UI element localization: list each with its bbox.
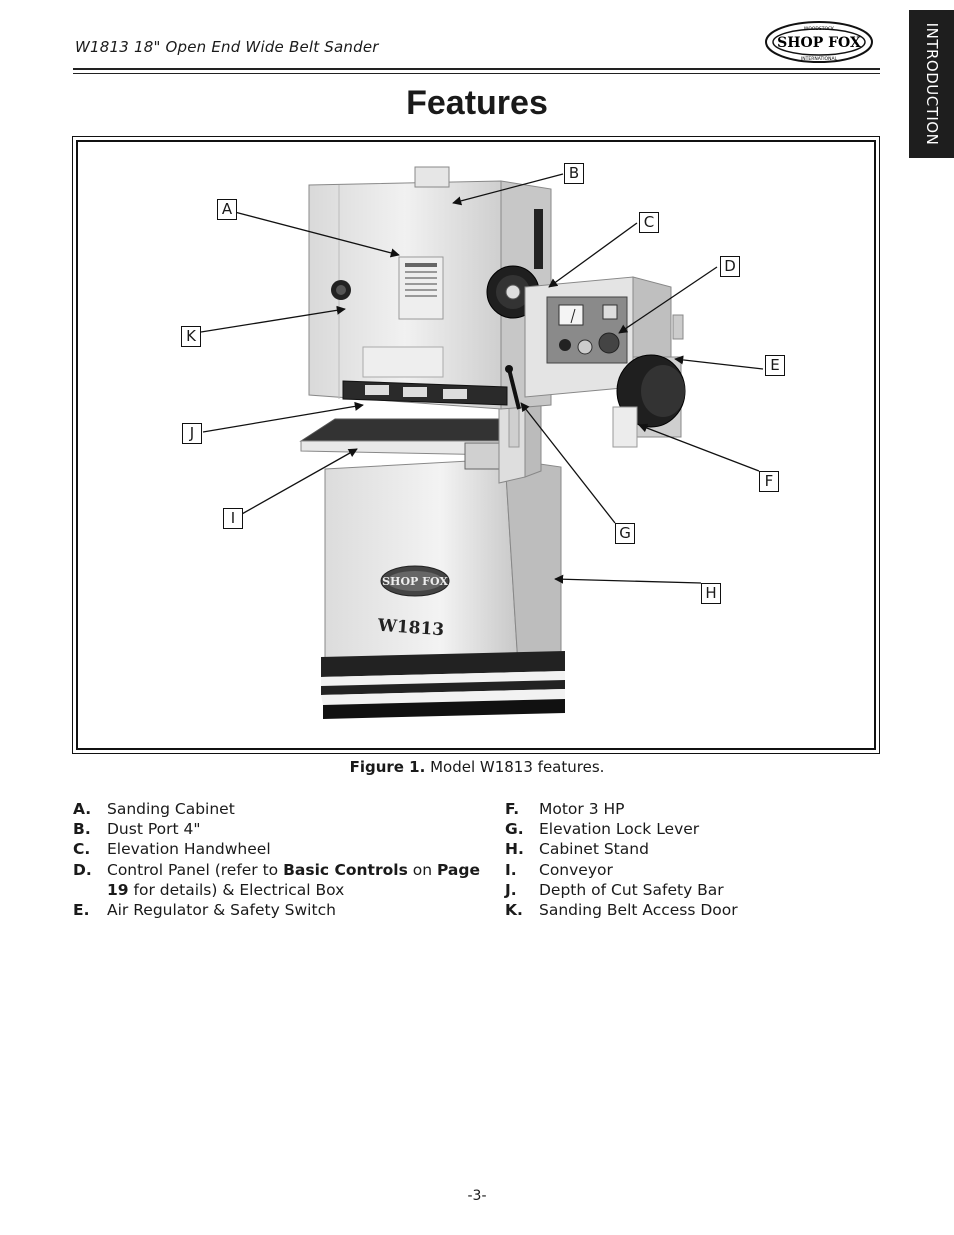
feature-letter: G. [505, 820, 524, 839]
callout-a: A [217, 199, 237, 220]
figure-caption-label: Figure 1. [349, 758, 426, 776]
feature-item: J. Depth of Cut Safety Bar [505, 880, 885, 900]
feature-letter: F. [505, 800, 520, 818]
motor [612, 314, 686, 448]
callout-g: G [615, 523, 635, 544]
feature-letter: K. [505, 901, 523, 920]
feature-text: Elevation Handwheel [107, 840, 271, 859]
feature-text: Sanding Belt Access Door [539, 901, 738, 920]
logo-ring-top: WOODSTOCK [804, 26, 835, 32]
feature-letter: D. [73, 860, 92, 879]
shop-fox-logo: WOODSTOCK SHOP FOX INTERNATIONAL [765, 21, 873, 63]
features-list-left: A. Sanding Cabinet B. Dust Port 4" C. El… [73, 799, 493, 920]
section-tab: INTRODUCTION [909, 10, 954, 158]
feature-text: Motor 3 HP [539, 800, 625, 818]
feature-item: B. Dust Port 4" [73, 819, 493, 839]
callout-f: F [759, 471, 779, 492]
machine-model-text: W1813 [376, 616, 445, 641]
header-rule-thick [73, 68, 880, 70]
logo-text: SHOP FOX [777, 35, 861, 51]
feature-item: A. Sanding Cabinet [73, 799, 493, 819]
feature-item: G. Elevation Lock Lever [505, 819, 885, 839]
callout-c: C [639, 212, 659, 233]
figure-inner-border [76, 140, 876, 750]
machine-badge-text: SHOP FOX [382, 575, 448, 588]
feature-text: Depth of Cut Safety Bar [539, 880, 724, 899]
callout-e: E [765, 355, 785, 376]
feature-item: I. Conveyor [505, 860, 885, 880]
feature-item: F. Motor 3 HP [505, 799, 885, 819]
feature-item: E. Air Regulator & Safety Switch [73, 900, 493, 920]
callout-leaders [200, 173, 764, 584]
features-list-right: F. Motor 3 HP G. Elevation Lock Lever H.… [505, 799, 885, 920]
callout-h: H [701, 583, 721, 604]
feature-text: Control Panel (refer to Basic Controls o… [107, 860, 493, 900]
feature-letter: A. [73, 800, 92, 818]
feature-letter: E. [73, 901, 90, 920]
feature-letter: J. [505, 880, 517, 899]
conveyor [299, 418, 514, 470]
basic-controls-ref: Basic Controls [283, 860, 408, 879]
feature-item: H. Cabinet Stand [505, 839, 885, 859]
page-title: Features [406, 84, 548, 122]
page-number: -3- [467, 1188, 487, 1204]
feature-text: Dust Port 4" [107, 820, 201, 839]
elevation-lock-lever [505, 365, 521, 410]
callout-d: D [720, 256, 740, 277]
logo-ring-bottom: INTERNATIONAL [801, 56, 838, 62]
feature-text: Conveyor [539, 860, 613, 879]
cabinet-stand: SHOP FOX W1813 [321, 458, 565, 719]
feature-text-part: Control Panel (refer to [107, 860, 284, 879]
figure-caption-text: Model W1813 features. [425, 758, 605, 776]
feature-letter: B. [73, 820, 91, 839]
document-header-title: W1813 18" Open End Wide Belt Sander [75, 38, 379, 56]
feature-text: Cabinet Stand [539, 840, 649, 859]
feature-letter: H. [505, 840, 524, 859]
callout-k: K [181, 326, 201, 347]
callout-i: I [223, 508, 243, 529]
feature-text-part: on [407, 860, 437, 879]
callout-b: B [564, 163, 584, 184]
feature-item: K. Sanding Belt Access Door [505, 900, 885, 920]
feature-text: Air Regulator & Safety Switch [107, 901, 336, 920]
page-ref: Page 19 [107, 860, 480, 899]
feature-item: C. Elevation Handwheel [73, 839, 493, 859]
feature-text: Sanding Cabinet [107, 800, 235, 818]
sanding-cabinet [308, 166, 552, 410]
callout-j: J [182, 423, 202, 444]
feature-text-part: for details) & Electrical Box [128, 880, 345, 899]
feature-letter: C. [73, 840, 91, 859]
figure-caption: Figure 1. Model W1813 features. [0, 758, 954, 776]
feature-letter: I. [505, 860, 517, 879]
header-rule-thin [73, 73, 880, 74]
feature-text: Elevation Lock Lever [539, 820, 700, 839]
figure-frame: SHOP FOX W1813 [72, 136, 880, 754]
sander-illustration: SHOP FOX W1813 [200, 166, 764, 719]
feature-item: D. Control Panel (refer to Basic Control… [73, 860, 493, 900]
